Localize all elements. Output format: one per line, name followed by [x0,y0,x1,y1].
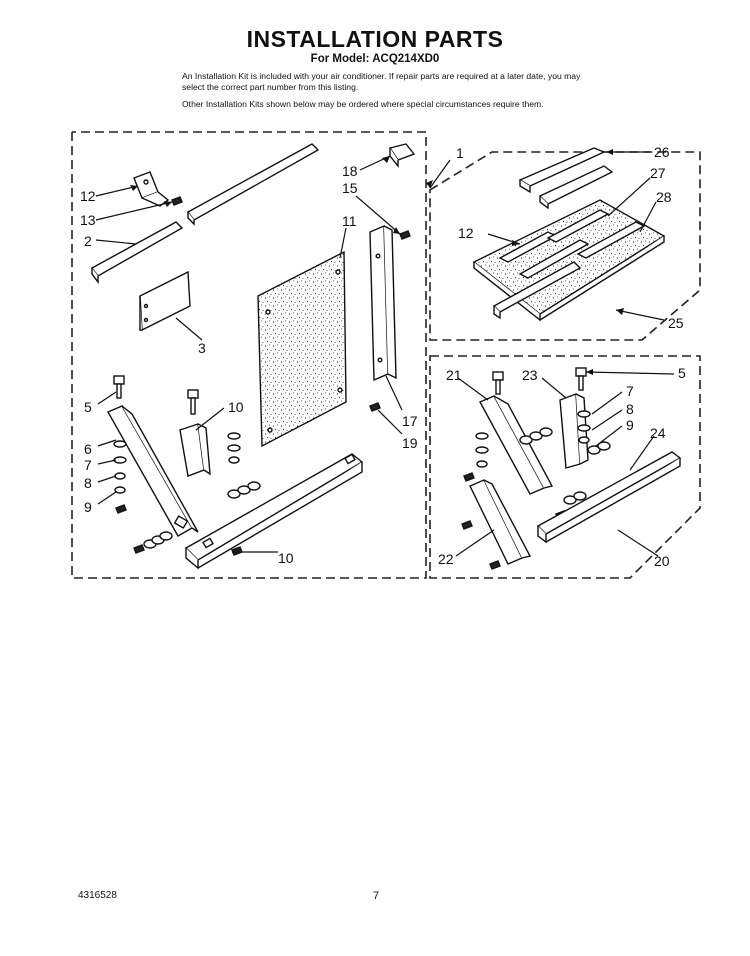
callout-25: 25 [668,315,684,331]
callout-9: 9 [84,499,92,515]
page-title: INSTALLATION PARTS [246,26,504,52]
callout-22: 22 [438,551,454,567]
leader-arrowheads [130,149,624,375]
callout-19: 19 [402,435,418,451]
callout-15: 15 [342,180,358,196]
callout-9-bracket: 9 [626,417,634,433]
callout-10: 10 [278,550,294,566]
callout-17: 17 [402,413,418,429]
main-kit-parts [90,143,416,570]
kit-note: An Installation Kit is included with you… [182,71,581,92]
callout-20: 20 [654,553,670,569]
document-number: 4316528 [78,890,117,901]
callout-14: 13 [80,212,96,228]
main-kit-outline [71,131,427,579]
leader-lines [95,151,675,557]
callout-12: 11 [342,213,357,229]
callout-27: 27 [650,165,666,181]
callout-18: 18 [342,163,358,179]
callout-13: 12 [80,188,96,204]
callout-7-bracket: 7 [626,383,634,399]
bracket-kit-outline [429,355,701,579]
callout-6: 6 [84,441,92,457]
callout-12-panel: 12 [458,225,474,241]
callout-2: 2 [84,233,92,249]
callout-21: 21 [446,367,462,383]
callout-5-bracket: 5 [678,365,686,381]
callout-24: 24 [650,425,666,441]
callout-23: 23 [522,367,538,383]
callout-11: 10 [228,399,244,415]
callout-26: 26 [654,144,670,160]
callout-3: 3 [198,340,206,356]
callout-7: 7 [84,457,92,473]
callout-8: 8 [84,475,92,491]
other-kits-note: Other Installation Kits shown below may … [182,99,544,109]
callout-numbers: 12 13 2 3 18 15 11 1 17 19 10 5 6 7 8 9 … [80,144,686,569]
panel-kit-outline [429,151,701,341]
panel-kit-parts [472,147,666,322]
callout-5: 5 [84,399,92,415]
page-number: 7 [373,890,380,902]
callout-1: 1 [456,145,464,161]
bracket-kit-parts [461,367,682,570]
model-subtitle: For Model: ACQ214XD0 [310,53,440,65]
callout-28: 28 [656,189,672,205]
callout-8-bracket: 8 [626,401,634,417]
